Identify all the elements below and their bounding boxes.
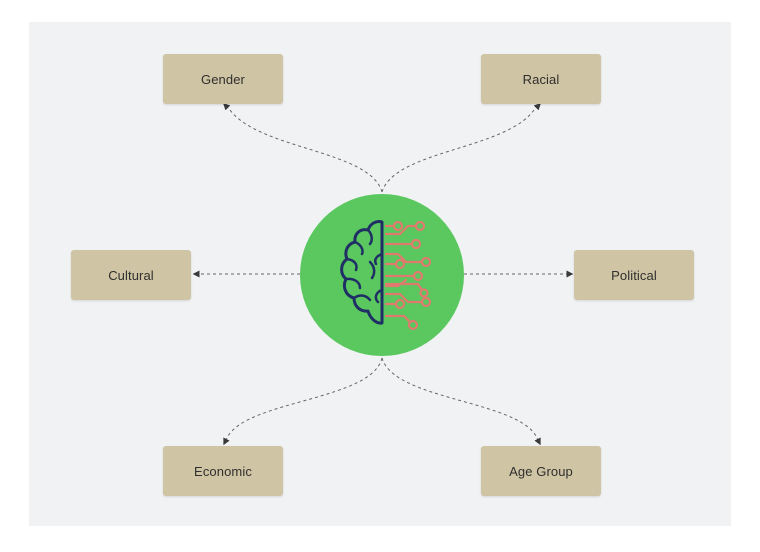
node-cultural: Cultural (71, 250, 191, 300)
connector-economic (223, 357, 383, 446)
node-label: Cultural (108, 267, 154, 283)
brain-fold-1 (366, 228, 373, 246)
node-gender: Gender (163, 54, 283, 104)
circuit-traces (384, 220, 432, 331)
brain-outline (340, 220, 384, 325)
connector-racial (381, 103, 541, 193)
center-hub (300, 194, 464, 356)
brain-fold-8 (374, 288, 384, 304)
node-label: Racial (522, 71, 560, 87)
brain-fold-4 (344, 277, 362, 290)
connector-age-group (381, 357, 541, 446)
node-age-group: Age Group (481, 446, 601, 496)
node-label: Political (611, 267, 657, 283)
brain-fold-2 (353, 240, 364, 256)
brain-circuit-icon (340, 220, 432, 331)
node-economic: Economic (163, 446, 283, 496)
node-label: Age Group (509, 463, 573, 479)
brain-fold-5 (352, 294, 372, 302)
brain-fold-3 (345, 257, 358, 272)
node-racial: Racial (481, 54, 601, 104)
node-label: Gender (201, 71, 245, 87)
brain-fold-6 (368, 260, 376, 280)
brain-fold-7 (374, 252, 384, 266)
node-political: Political (574, 250, 694, 300)
node-label: Economic (194, 463, 252, 479)
connector-gender (223, 103, 383, 193)
